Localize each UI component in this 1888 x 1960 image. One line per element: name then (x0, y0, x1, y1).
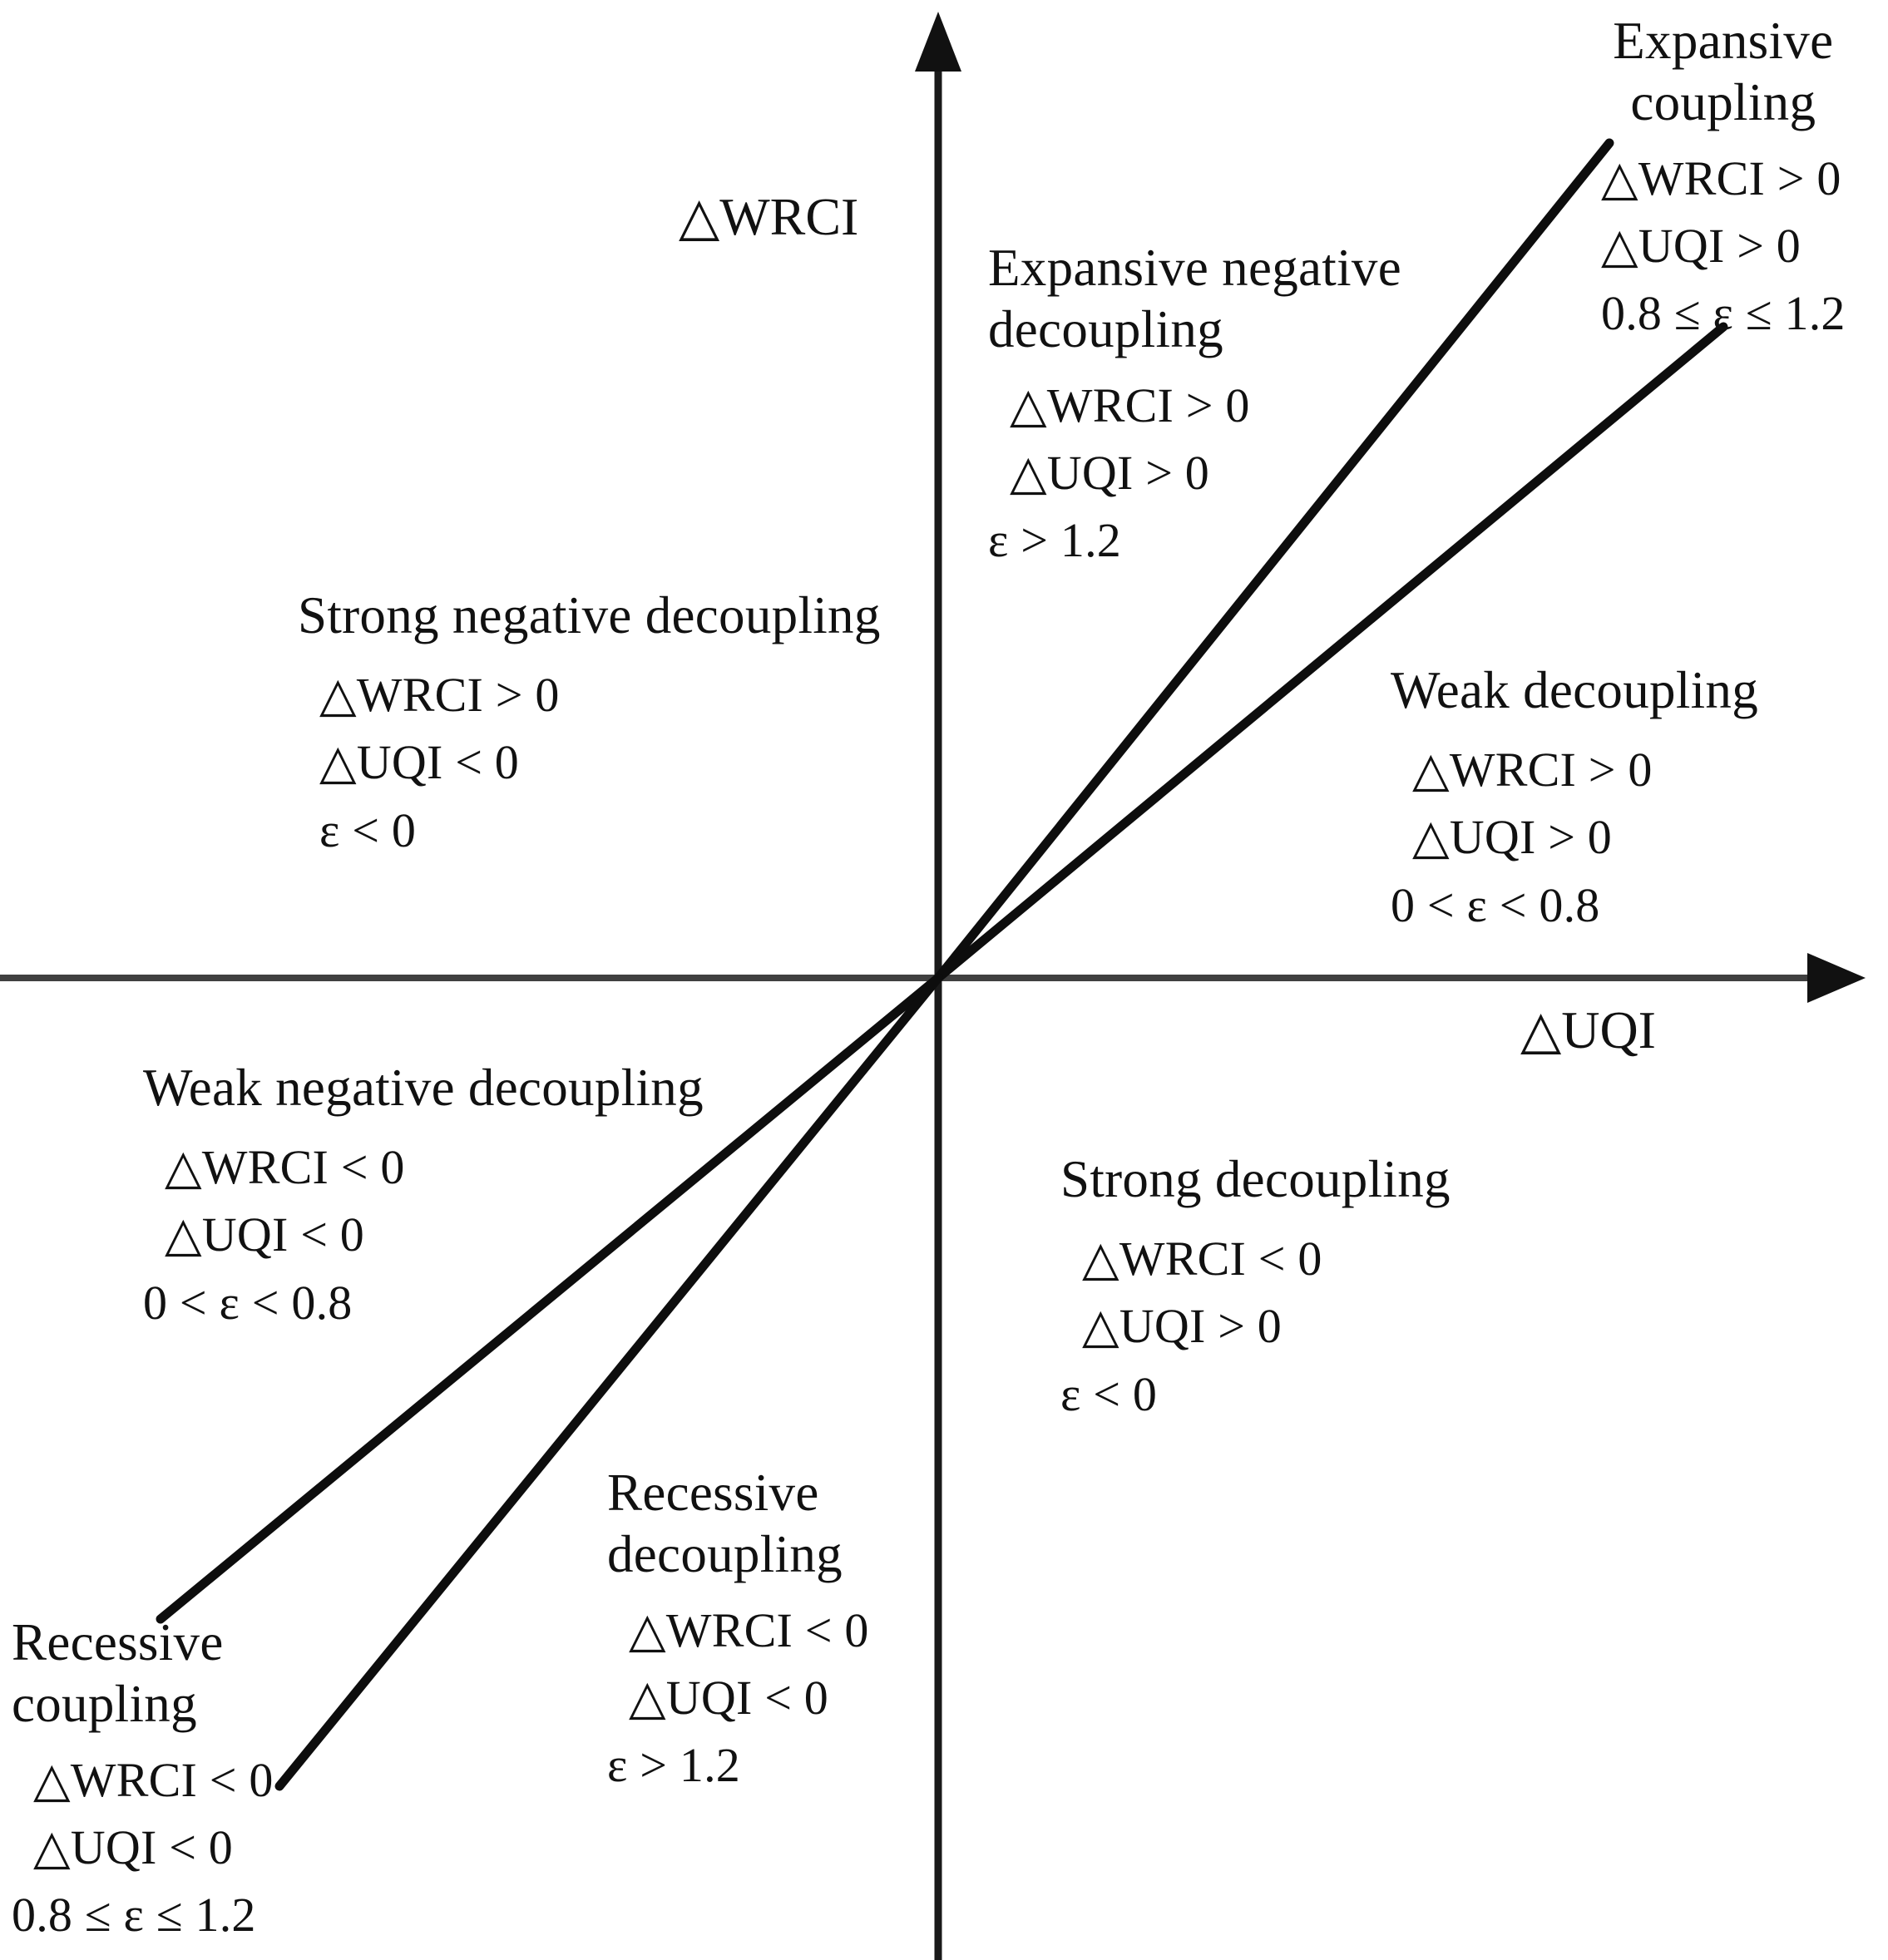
region-title-line-2: coupling (1630, 73, 1816, 132)
region-title: Strong negative decoupling (298, 586, 881, 644)
region-condition: ε > 1.2 (988, 513, 1121, 568)
region-condition: △WRCI < 0 (1082, 1231, 1322, 1286)
region-condition: △UQI > 0 (1082, 1299, 1283, 1354)
region-expansive-coupling: Expansive coupling △WRCI > 0 △UQI > 0 0.… (1601, 10, 1846, 345)
boundary-line-epsilon-1-2-negative (156, 973, 943, 1624)
region-condition: △WRCI > 0 (1412, 742, 1653, 797)
region-title-line-1: Expansive negative (988, 239, 1401, 297)
region-title-line-1: Expansive (1613, 12, 1834, 70)
y-axis-label: △WRCI (679, 187, 859, 246)
region-recessive-decoupling: Recessive decoupling △WRCI < 0 △UQI < 0 … (607, 1462, 869, 1797)
region-condition: △UQI < 0 (33, 1820, 234, 1875)
region-condition: △WRCI > 0 (319, 667, 560, 722)
region-title-line-1: Recessive (12, 1613, 224, 1671)
region-condition: 0.8 ≤ ε ≤ 1.2 (1601, 286, 1846, 341)
region-title: Weak negative decoupling (143, 1059, 704, 1117)
region-title-line-2: decoupling (607, 1525, 843, 1584)
region-condition: ε < 0 (319, 802, 417, 857)
region-condition: △WRCI < 0 (629, 1602, 869, 1657)
x-axis-arrowhead-icon (1807, 953, 1866, 1003)
region-condition: 0 < ε < 0.8 (1391, 877, 1600, 932)
region-strong-negative-decoupling: Strong negative decoupling △WRCI > 0 △UQ… (298, 582, 881, 862)
region-condition: △WRCI < 0 (33, 1752, 274, 1807)
region-condition: 0.8 ≤ ε ≤ 1.2 (12, 1888, 256, 1943)
region-weak-negative-decoupling: Weak negative decoupling △WRCI < 0 △UQI … (143, 1054, 704, 1334)
region-weak-decoupling: Weak decoupling △WRCI > 0 △UQI > 0 0 < ε… (1391, 657, 1758, 936)
region-condition: △WRCI > 0 (1010, 378, 1250, 432)
x-axis-label: △UQI (1520, 1000, 1656, 1059)
region-expansive-negative-decoupling: Expansive negative decoupling △WRCI > 0 … (988, 237, 1401, 572)
region-condition: △WRCI < 0 (165, 1139, 405, 1194)
region-condition: △UQI < 0 (629, 1671, 829, 1725)
region-condition: △UQI < 0 (165, 1207, 365, 1262)
region-condition: ε > 1.2 (607, 1738, 740, 1793)
region-condition: △UQI > 0 (1412, 810, 1613, 865)
boundary-line-epsilon-1-2 (933, 138, 1614, 983)
boundary-line-epsilon-0-8-negative (274, 973, 943, 1791)
boundary-line-epsilon-0-8 (933, 322, 1728, 983)
region-condition: ε < 0 (1060, 1366, 1158, 1421)
y-axis-arrowhead-icon (915, 12, 961, 72)
region-condition: △WRCI > 0 (1601, 151, 1841, 205)
region-recessive-coupling: Recessive coupling △WRCI < 0 △UQI < 0 0.… (12, 1612, 274, 1947)
region-title-line-2: decoupling (988, 300, 1223, 359)
region-title-line-1: Recessive (607, 1464, 819, 1522)
region-condition: 0 < ε < 0.8 (143, 1275, 353, 1330)
region-strong-decoupling: Strong decoupling △WRCI < 0 △UQI > 0 ε <… (1060, 1146, 1451, 1425)
region-condition: △UQI > 0 (1010, 446, 1210, 501)
region-condition: △UQI < 0 (319, 735, 520, 790)
region-title: Weak decoupling (1391, 661, 1759, 719)
region-condition: △UQI > 0 (1601, 219, 1802, 274)
region-title: Strong decoupling (1060, 1150, 1451, 1208)
region-title-line-2: coupling (12, 1675, 197, 1734)
